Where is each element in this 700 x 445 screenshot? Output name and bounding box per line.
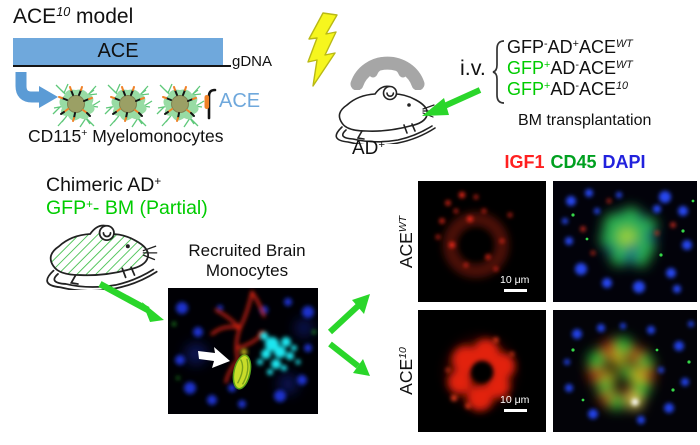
cells-label-rest: Myelomonocytes xyxy=(87,126,224,146)
stain-cd45: CD45 xyxy=(550,152,597,172)
ace-sup: WT xyxy=(615,38,633,51)
title-rest: model xyxy=(70,5,134,28)
bm-group-row: GFP+AD-ACEWT xyxy=(507,58,633,79)
row-label-sup: 10 xyxy=(397,347,410,359)
scale-bar xyxy=(504,409,527,412)
ad-sup: - xyxy=(575,80,579,93)
ace-sup: 10 xyxy=(615,80,628,93)
iv-label: i.v. xyxy=(460,56,486,80)
cells-label: CD115+ Myelomonocytes xyxy=(28,126,224,147)
ad-mouse-drawing xyxy=(335,85,436,144)
row-label-base: ACE xyxy=(396,232,416,269)
cells-label-base: CD115 xyxy=(28,126,82,146)
chimeric-label: Chimeric AD+ xyxy=(46,174,161,197)
chimeric-mouse-drawing xyxy=(46,224,158,290)
micrograph-ace10-igf1 xyxy=(418,310,546,432)
white-arrow-icon xyxy=(198,347,230,368)
image-to-panel-arrows-icon xyxy=(327,294,370,376)
bm-group-row: GFP-AD+ACEWT xyxy=(507,37,633,58)
iv-injection-arrow-icon xyxy=(422,87,482,116)
chimeric-base: Chimeric AD xyxy=(46,174,155,196)
ace10-model-title: ACE10 model xyxy=(13,5,133,29)
row-label-sup: WT xyxy=(397,215,410,233)
stain-dapi: DAPI xyxy=(602,152,646,172)
row-label-acewt: ACEWT xyxy=(396,202,416,282)
ad-part: AD xyxy=(547,37,573,57)
recruited-monocyte-micrograph xyxy=(168,288,318,414)
gene-bar: ACE xyxy=(13,38,223,65)
ace-receptor-label: ACE xyxy=(219,90,261,112)
gfp-label: GFP xyxy=(507,37,545,57)
scale-bar-label: 10 μm xyxy=(500,394,530,406)
curly-brace xyxy=(492,40,505,104)
micrograph-ace10-merge xyxy=(553,310,697,432)
micrograph-acewt-igf1 xyxy=(418,181,546,302)
mouse-to-image-arrow-icon xyxy=(98,281,164,322)
gene-bar-label: ACE xyxy=(97,40,139,62)
ad-mouse-label: AD+ xyxy=(352,138,385,160)
recruited-caption-line2: Monocytes xyxy=(205,261,289,280)
ace-part: ACE xyxy=(578,79,616,99)
row-label-ace10: ACE10 xyxy=(396,331,416,411)
bm-group-row: GFP+AD-ACE10 xyxy=(507,79,633,100)
ace-part: ACE xyxy=(578,37,616,57)
chimeric-sup: + xyxy=(154,174,162,188)
lightning-bolt-icon xyxy=(307,12,338,87)
gfp-bm-base: GFP xyxy=(46,197,87,219)
gfp-label: GFP xyxy=(507,58,545,78)
recruited-caption: Recruited Brain Monocytes xyxy=(172,241,322,281)
bm-transplantation-caption: BM transplantation xyxy=(518,112,652,129)
bm-group-list: GFP-AD+ACEWT GFP+AD-ACEWT GFP+AD-ACE10 xyxy=(507,37,633,100)
gdna-line xyxy=(13,65,231,67)
scale-bar xyxy=(504,289,527,292)
gfp-bm-sup: + xyxy=(86,197,93,211)
gfp-label: GFP xyxy=(507,79,545,99)
ad-label-sup: + xyxy=(378,138,386,151)
ace-sup: WT xyxy=(615,59,633,72)
title-sup: 10 xyxy=(56,5,71,20)
ad-part: AD xyxy=(550,58,576,78)
ad-part: AD xyxy=(550,79,576,99)
gfp-bm-label: GFP+- BM (Partial) xyxy=(46,197,208,220)
row-label-base: ACE xyxy=(396,358,416,395)
gdna-label: gDNA xyxy=(232,53,273,70)
blue-curved-arrow-icon xyxy=(15,72,58,108)
cells-label-sup: + xyxy=(81,127,88,140)
ad-sup: + xyxy=(572,38,579,51)
myelomonocyte-cells-icon xyxy=(52,83,205,128)
gfp-sup: + xyxy=(544,59,551,72)
gfp-sup: + xyxy=(544,80,551,93)
ace-receptor-icon xyxy=(204,88,217,120)
gfp-sup: - xyxy=(544,38,548,51)
recruited-caption-line1: Recruited Brain xyxy=(188,241,306,260)
ad-label-base: AD xyxy=(352,138,379,159)
scale-bar-label: 10 μm xyxy=(500,274,530,286)
ad-sup: - xyxy=(575,59,579,72)
gfp-bm-rest: - BM (Partial) xyxy=(92,197,208,219)
stain-igf1: IGF1 xyxy=(504,152,545,172)
micrograph-acewt-merge xyxy=(553,181,697,302)
title-base: ACE xyxy=(13,5,57,28)
ace-part: ACE xyxy=(578,58,616,78)
irradiation-crescent-icon xyxy=(350,56,425,90)
